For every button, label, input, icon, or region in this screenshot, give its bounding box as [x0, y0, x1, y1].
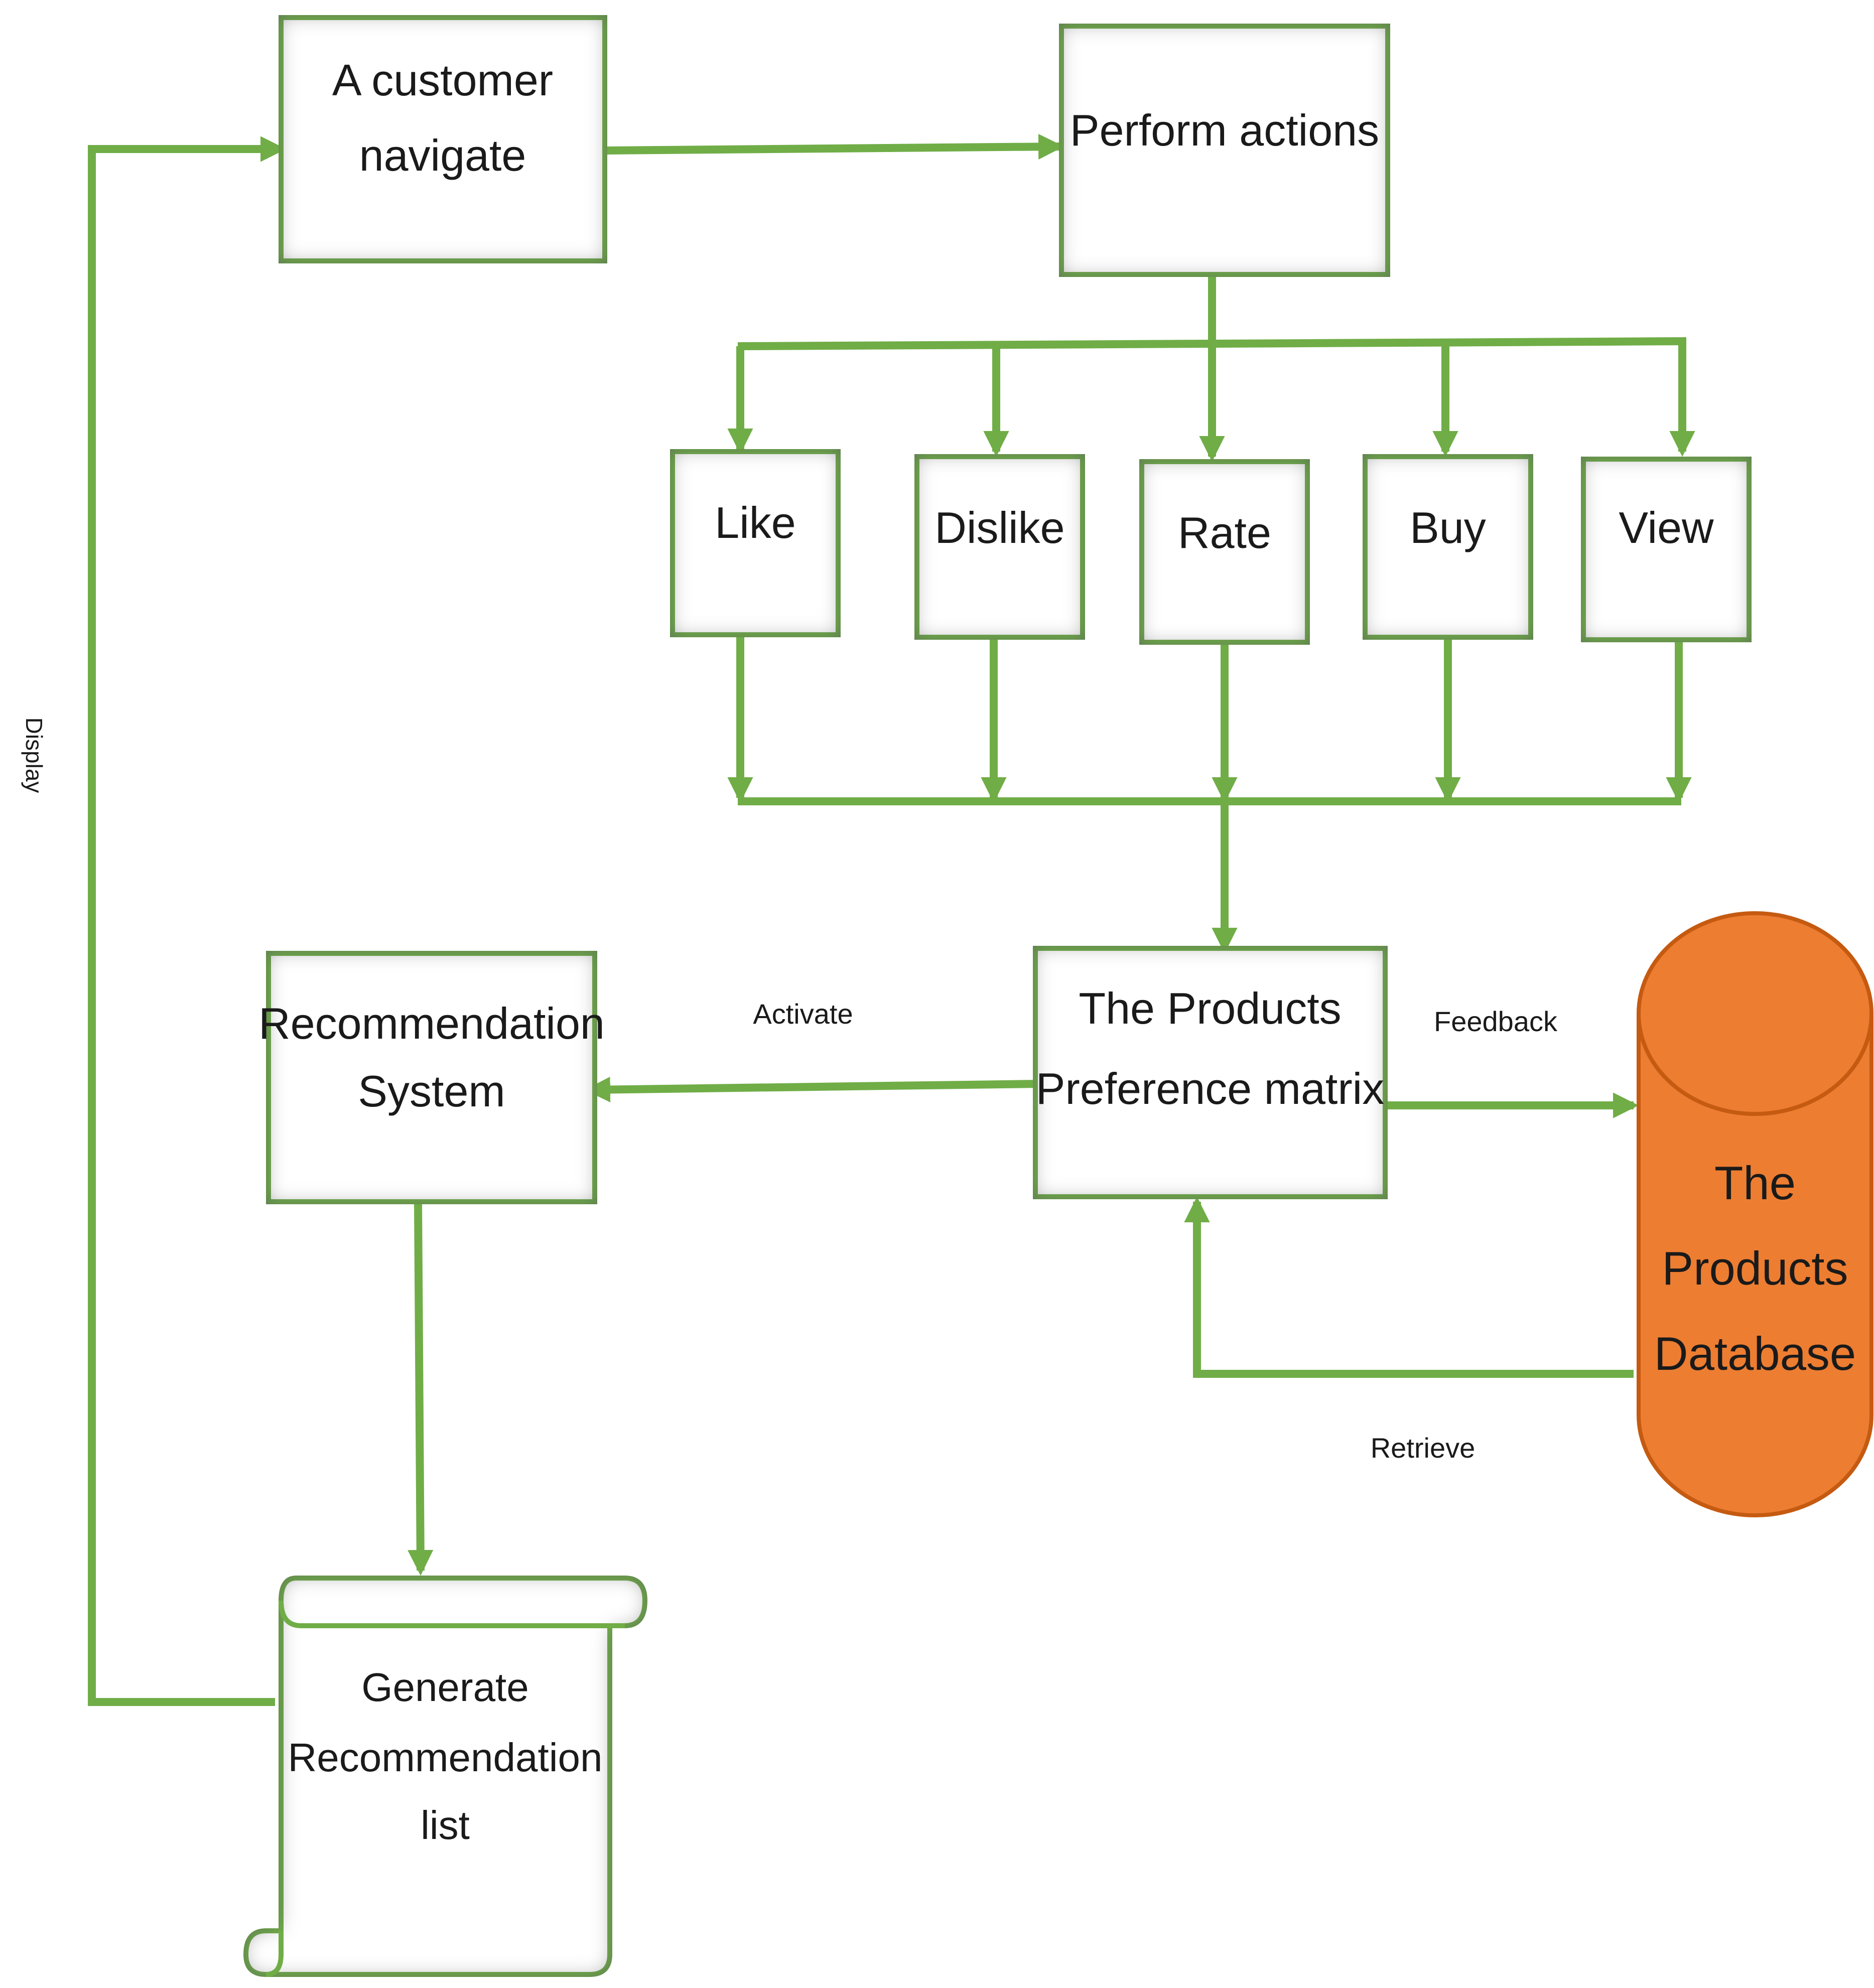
edge-actions-bar: [737, 337, 1687, 350]
like-label: Like: [715, 498, 795, 547]
database-line-2: Products: [1662, 1242, 1848, 1295]
customer-navigate-line-2: navigate: [359, 130, 526, 180]
node-perform-actions: Perform actions: [1059, 24, 1390, 277]
preference-matrix-line-2: Preference matrix: [1036, 1064, 1384, 1113]
recommendation-list-line-3: list: [421, 1803, 470, 1848]
node-products-database: The Products Database: [1637, 911, 1873, 1517]
node-like: Like: [670, 449, 841, 637]
edge-database-to-matrix: [1184, 1196, 1634, 1378]
database-rim: [1637, 1013, 1873, 1116]
feedback-label: Feedback: [1434, 1006, 1558, 1037]
node-recommendation-system: Recommendation System: [258, 951, 605, 1204]
database-body: [1637, 911, 1873, 1517]
view-label: View: [1619, 503, 1714, 552]
recommendation-system-line-2: System: [358, 1066, 505, 1116]
node-buy: Buy: [1363, 454, 1533, 640]
preference-matrix-line-1: The Products: [1079, 983, 1341, 1033]
node-recommendation-list: Generate Recommendation list: [243, 1576, 648, 1977]
scroll-bottom-curl: [265, 1931, 284, 1977]
rate-label: Rate: [1178, 508, 1271, 557]
recommendation-list-line-2: Recommendation: [288, 1735, 603, 1780]
retrieve-label: Retrieve: [1371, 1432, 1476, 1464]
buy-label: Buy: [1410, 503, 1486, 552]
database-line-1: The: [1714, 1157, 1796, 1209]
edge-recsys-to-list: [408, 1204, 434, 1576]
node-customer-navigate: A customer navigate: [279, 15, 607, 263]
recommendation-system-line-1: Recommendation: [258, 999, 605, 1048]
node-view: View: [1581, 457, 1752, 642]
node-preference-matrix: The Products Preference matrix: [1033, 946, 1388, 1199]
edge-customer-to-actions: [604, 133, 1064, 160]
recommendation-list-line-1: Generate: [361, 1665, 529, 1710]
edge-list-to-customer: [88, 136, 287, 1706]
node-dislike: Dislike: [914, 454, 1085, 640]
display-label: Display: [21, 718, 47, 793]
edge-matrix-to-recsys: [584, 1076, 1039, 1103]
connectors: [88, 133, 1695, 1706]
dislike-label: Dislike: [934, 503, 1064, 552]
database-line-3: Database: [1654, 1327, 1856, 1380]
perform-actions-label: Perform actions: [1070, 105, 1379, 155]
customer-navigate-line-1: A customer: [332, 55, 553, 105]
node-rate: Rate: [1139, 459, 1310, 645]
scroll-top-curl: [279, 1600, 625, 1628]
activate-label: Activate: [753, 998, 853, 1030]
